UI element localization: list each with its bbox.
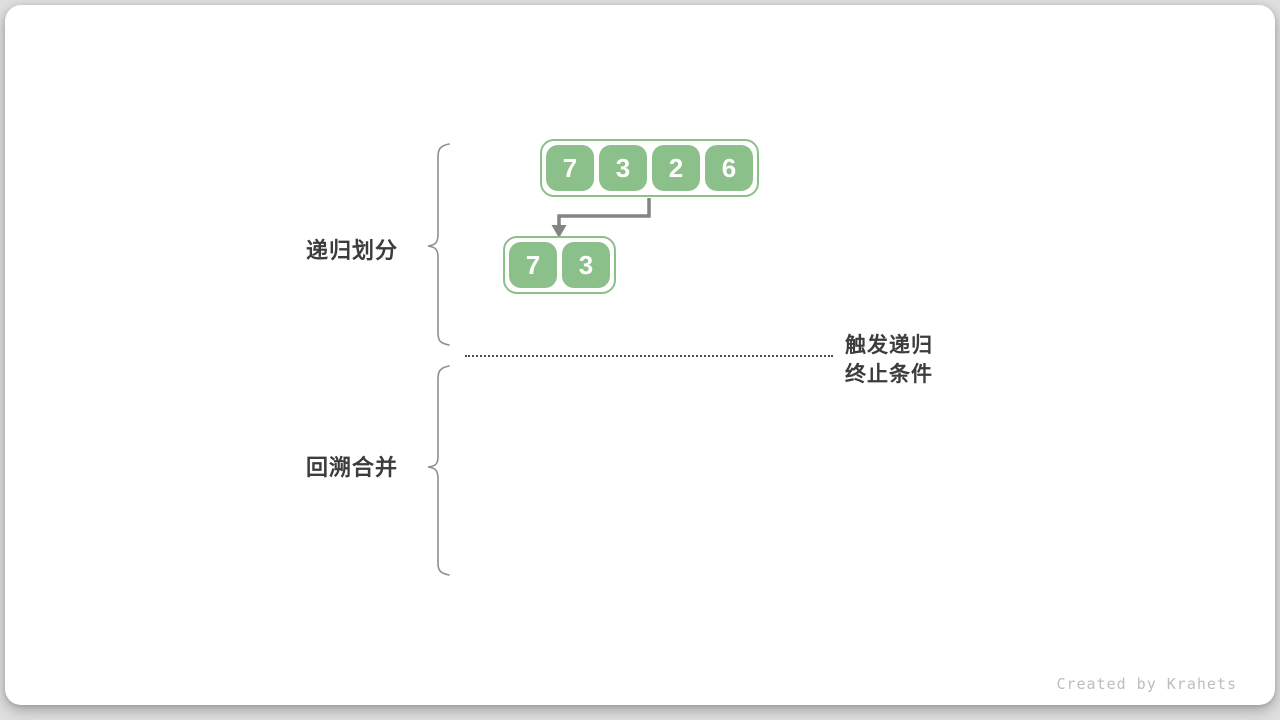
array-cell: 6 <box>705 145 753 191</box>
array-cell: 3 <box>599 145 647 191</box>
watermark-credit: Created by Krahets <box>1056 675 1237 693</box>
array-cell: 7 <box>509 242 557 288</box>
array-cell: 3 <box>562 242 610 288</box>
termination-annotation-line1: 触发递归 <box>845 334 933 357</box>
array-level2: 7 3 <box>503 236 616 294</box>
array-cell: 2 <box>652 145 700 191</box>
divider-dotted-line <box>465 355 833 357</box>
array-cell: 7 <box>546 145 594 191</box>
phase-label-divide: 递归划分 <box>306 238 399 263</box>
termination-annotation: 触发递归 终止条件 <box>845 331 933 389</box>
array-level1: 7 3 2 6 <box>540 139 759 197</box>
phase-label-merge: 回溯合并 <box>306 455 399 480</box>
termination-annotation-line2: 终止条件 <box>845 363 933 386</box>
